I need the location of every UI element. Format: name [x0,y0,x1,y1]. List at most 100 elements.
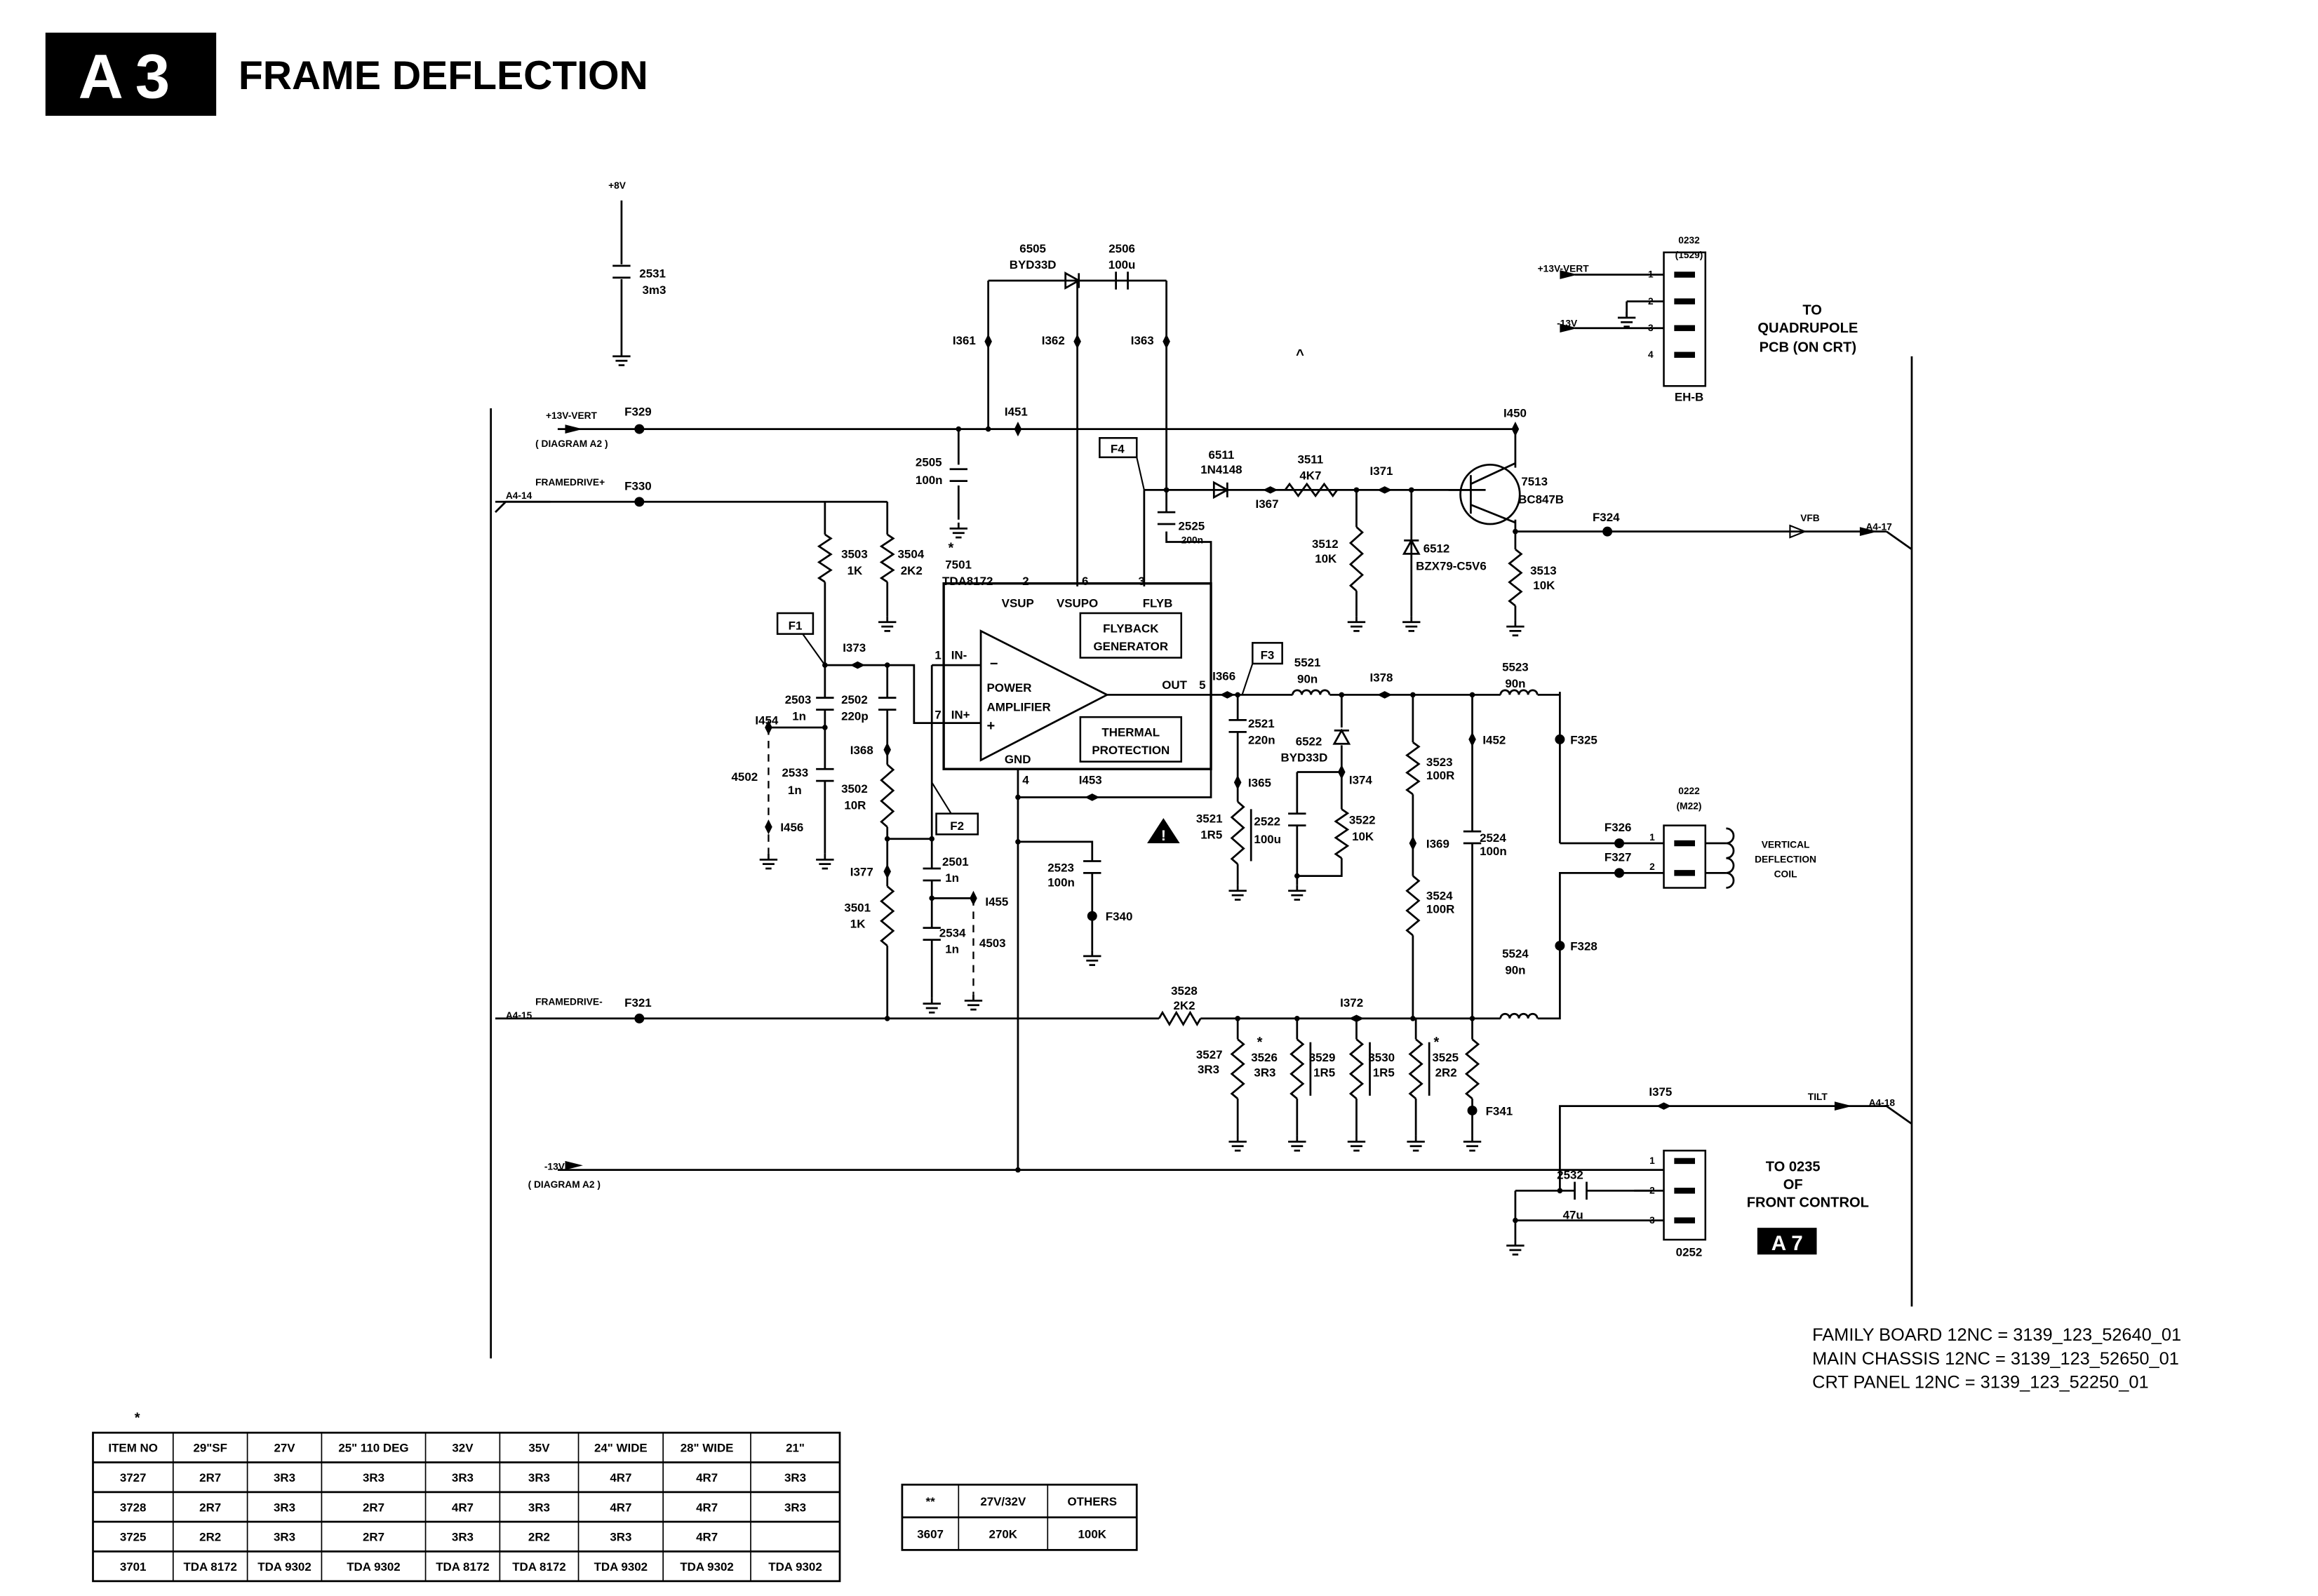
inspection-point [1338,764,1346,780]
inspection-point [765,720,772,735]
inspection-point [1348,1014,1365,1023]
junction-dot [1015,794,1021,800]
inspection-point [1409,836,1417,851]
wire [1886,530,1912,551]
label-c2521v: 220n [1248,733,1275,746]
table-cell: 2R2 [528,1531,550,1544]
junction-dot [929,895,935,901]
junction-dot [1513,528,1518,535]
label-f330: F330 [624,479,652,492]
label-c2523: 2523 [1047,861,1074,874]
table-cell: 4R7 [696,1531,718,1544]
label-f325: F325 [1570,733,1597,746]
label-star1: * [1257,1035,1263,1050]
junction-dot [1015,1167,1021,1173]
resistor [1230,800,1245,865]
label-caret: ^ [1296,347,1304,363]
label-c2506v: 100u [1108,258,1136,271]
label-ic-star: * [948,540,953,556]
resistor [1334,808,1350,859]
table-cell: 3R3 [363,1471,384,1484]
label-r3521: 3521 [1196,812,1223,825]
label-r3521v: 1R5 [1200,829,1222,842]
junction-dot [822,725,828,730]
resistor [879,533,895,583]
label-x4503: 4503 [979,937,1006,950]
table-cell: 4R7 [610,1501,631,1514]
label-f326: F326 [1604,821,1632,834]
table-cell: 3R3 [274,1531,295,1544]
label-r3529v: 1R5 [1313,1066,1335,1079]
resistor [1158,1010,1202,1026]
junction-dot [929,836,935,842]
table-cell: 3R3 [528,1471,550,1484]
table-cell: TDA 9302 [347,1560,401,1574]
inspection-point [1263,486,1278,494]
wire [824,664,982,725]
label-coil1: VERTICAL [1762,839,1810,850]
test-point [1467,1105,1478,1115]
resistor [1348,1038,1365,1100]
table-cell: 4R7 [452,1501,474,1514]
label-j0222-p1: 1 [1649,832,1655,843]
label-c2521: 2521 [1248,717,1275,730]
test-point [1555,941,1565,951]
arrow-icon [1834,1101,1853,1111]
label-coil2: DEFLECTION [1755,854,1816,865]
deflection-coil-icon [1726,827,1735,889]
label-star2: * [1434,1035,1440,1050]
label-c2505: 2505 [916,456,942,469]
label-inm: IN- [951,649,967,662]
label-a417: A4-17 [1865,522,1892,532]
junction-dot [1557,1188,1563,1194]
label-f329: F329 [624,405,652,419]
label-r3504v: 2K2 [901,564,923,577]
table-cell: 2R7 [199,1501,221,1514]
connector-pin [1674,1188,1695,1194]
label-r3525v: 2R2 [1435,1066,1457,1079]
flag-f4 [1099,437,1138,459]
label-i454: I454 [755,714,779,727]
label-minus: − [990,656,998,671]
label-i366: I366 [1212,669,1235,683]
label-f3: F3 [1261,649,1275,662]
components: ! [495,251,1878,1256]
label-i372: I372 [1340,996,1363,1010]
resistor [1230,1038,1245,1100]
junction-dot [1410,692,1416,698]
label-r3525: 3525 [1432,1051,1459,1064]
label-j0232-m13: -13V [1557,318,1578,329]
table-header-cell: 32V [452,1442,474,1455]
transistor-icon [1459,464,1521,525]
label-r3501v: 1K [850,918,866,931]
resistor [1284,482,1339,498]
label-c2506: 2506 [1108,242,1135,255]
test-point [1087,911,1097,921]
label-i373: I373 [843,641,866,655]
label-r3527v: 3R3 [1198,1063,1219,1076]
table-cell: 4R7 [696,1471,718,1484]
connector-pin [1674,325,1695,331]
label-i451: I451 [1005,405,1028,419]
label-c2532: 2532 [1557,1168,1583,1181]
table-cell: TDA 8172 [512,1560,565,1574]
table-cell: 2R7 [363,1501,384,1514]
label-c2502v: 220p [841,709,869,723]
section-badge [45,32,217,116]
table-cell: 3R3 [784,1501,806,1514]
label-j0232-p4: 4 [1648,349,1654,360]
label-r3529: 3529 [1309,1051,1336,1064]
label-nc3: CRT PANEL 12NC = 3139_123_52250_01 [1812,1373,2148,1393]
label-j0232-13v: +13V-VERT [1538,263,1590,274]
label-f328: F328 [1570,939,1597,953]
label-r3512v: 10K [1315,552,1337,565]
diode [1402,538,1421,555]
label-th1: THERMAL [1101,726,1160,739]
label-c2534: 2534 [939,926,966,939]
label-f321: F321 [624,996,652,1010]
label-z6512: 6512 [1423,542,1450,555]
label-i368: I368 [850,744,873,757]
inspection-point [1014,422,1022,437]
arrow-icon [1560,323,1578,333]
label-v8: +8V [608,180,627,191]
